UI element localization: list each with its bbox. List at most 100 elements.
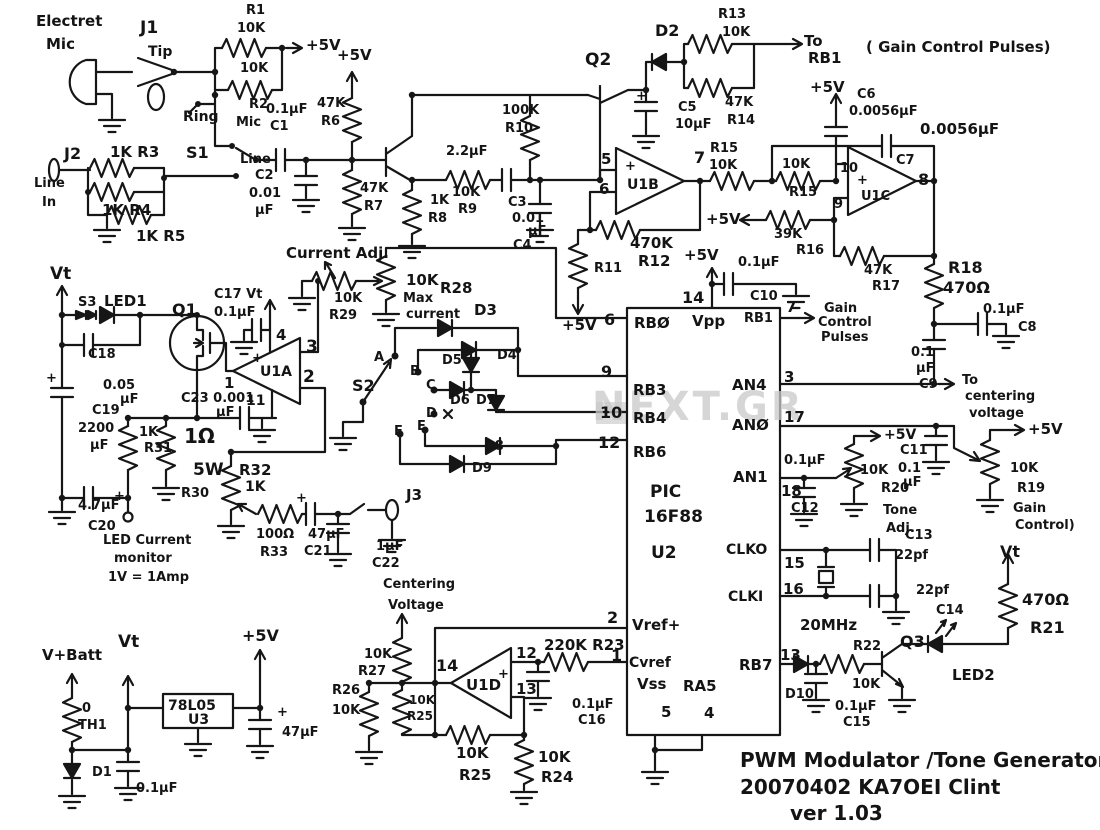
- label-ra5-label: RA5: [683, 677, 717, 695]
- label-u2-label: U2: [651, 543, 677, 563]
- label-vref-label: Vref+: [632, 616, 681, 634]
- label-c7-name: C7: [896, 153, 915, 168]
- label-an1-label: AN1: [733, 468, 768, 486]
- label-r31-name: R31: [144, 441, 173, 456]
- label-r4: 1K R4: [102, 201, 152, 219]
- label-reg-label: 78L05: [168, 698, 216, 714]
- label-r32-value: 1K: [245, 479, 266, 495]
- label-c19-uf: µF: [90, 438, 109, 453]
- label-pin3-label: 3: [784, 368, 795, 386]
- label-c4-name: C4: [513, 238, 532, 253]
- label-u1d-pin12: 12: [516, 644, 537, 662]
- label-pin1-label: 1: [611, 646, 623, 665]
- label-c4-value: 0.01: [512, 211, 545, 226]
- label-xtal-label: 20MHz: [800, 616, 858, 634]
- label-r27-name: R27: [358, 664, 387, 679]
- label-pic-name-2: 16F88: [644, 507, 703, 527]
- label-gcp2-2: Control: [818, 315, 872, 330]
- pic-ic-outline: [625, 266, 816, 786]
- label-c2-value: 0.01: [249, 186, 282, 201]
- label-r10-name: R10: [505, 121, 534, 136]
- label-r28-name: R28: [440, 279, 473, 297]
- label-u3-label: U3: [188, 712, 210, 728]
- label-u1d-plus: +: [498, 667, 509, 682]
- label-r11-name: R11: [594, 261, 623, 276]
- label-pic-name-1: PIC: [650, 482, 682, 502]
- label-rb0-label: RBØ: [634, 314, 670, 332]
- label-u1c-pin8: 8: [918, 170, 930, 189]
- label-c19-value: 2200: [78, 421, 115, 436]
- label-q1-label: Q1: [172, 300, 197, 319]
- label-c13-name: C13: [905, 528, 933, 543]
- label-r5: 1K R5: [136, 227, 186, 245]
- label-r26-name: R26: [332, 683, 361, 698]
- label-r15b-value: 10K: [782, 157, 811, 172]
- label-c20-plus: +: [114, 489, 125, 504]
- label-vt-label-a: Vt: [50, 264, 72, 284]
- label-pin12-label: 12: [598, 433, 621, 452]
- label-clki-label: CLKI: [728, 589, 764, 605]
- label-d3-label: D3: [474, 301, 497, 319]
- label-c17-label: C17 Vt: [214, 287, 263, 302]
- label-c9-name: C9: [919, 377, 938, 392]
- label-c5-plus: +: [636, 89, 647, 104]
- label-p5v-r19: +5V: [1028, 420, 1063, 438]
- label-rb4-label: RB4: [633, 409, 667, 427]
- label-c9-value-1: 0.1: [911, 345, 935, 360]
- label-rb6-label: RB6: [633, 443, 667, 461]
- label-lcm-2: monitor: [114, 551, 172, 566]
- label-c11-value-1: 0.1: [898, 461, 922, 476]
- label-c14-value: 22pf: [916, 583, 950, 598]
- label-c10-value: 0.1µF: [738, 255, 780, 270]
- label-vt-r21: Vt: [1000, 542, 1021, 561]
- label-p5v-r11: +5V: [562, 316, 597, 334]
- label-an0-label: ANØ: [732, 416, 769, 434]
- label-r13-name: R13: [718, 7, 747, 22]
- label-to-centering-1: To: [962, 373, 979, 388]
- label-r31-value: 1K: [139, 425, 159, 440]
- label-pin2-label: 2: [607, 608, 619, 627]
- label-u1a-pin4: 4: [276, 326, 287, 344]
- label-c2-name: C2: [255, 168, 274, 183]
- label-p5v-r6: +5V: [337, 46, 372, 64]
- label-r30-watt: 5W: [193, 460, 224, 480]
- label-pin9-label: 9: [601, 362, 613, 381]
- label-c8-name: C8: [1018, 320, 1037, 335]
- label-to-rb1-1: To: [804, 32, 823, 50]
- label-r8-name: R8: [428, 211, 448, 226]
- label-rb3-label: RB3: [633, 381, 667, 399]
- label-u1b-pin6: 6: [599, 180, 610, 198]
- label-pin14-label: 14: [682, 288, 705, 307]
- label-r15b-name: R15: [789, 185, 818, 200]
- label-c21-name: C21: [304, 544, 332, 559]
- label-c3-value: 2.2µF: [446, 144, 488, 159]
- label-r28-max: Max: [403, 291, 434, 306]
- label-c11-value-2: µF: [903, 475, 922, 490]
- label-u1c-pin10: 10: [840, 161, 859, 176]
- label-j2: J2: [64, 144, 82, 163]
- label-electret-mic: Mic: [46, 35, 75, 53]
- label-r13-value: 10K: [722, 25, 751, 40]
- label-j3-label: J3: [406, 486, 423, 504]
- label-r3: 1K R3: [110, 143, 160, 161]
- label-c16-name: C16: [578, 713, 606, 728]
- power-supply-section: [57, 648, 275, 810]
- label-vdd-label: Vpp: [692, 312, 726, 330]
- label-c2-uf: µF: [255, 203, 274, 218]
- preamp-section: [337, 70, 618, 260]
- label-s2-c: C: [426, 378, 436, 393]
- label-c18-uf: µF: [120, 392, 139, 407]
- label-th1-value: 0: [82, 701, 92, 716]
- label-u1a-pin1: 1: [224, 374, 235, 392]
- label-d4-label: D4: [497, 348, 517, 363]
- label-pin16-label: 16: [783, 580, 804, 598]
- label-r20-tone: Tone: [883, 503, 918, 518]
- label-electret: Electret: [36, 12, 103, 30]
- label-u1b-plus: +: [625, 159, 636, 174]
- label-pin4-label: 4: [704, 704, 715, 722]
- label-current-adj-label: Current Adj.: [286, 244, 389, 262]
- label-c21-plus: +: [296, 491, 307, 506]
- label-s2-b: B: [410, 364, 420, 379]
- label-c12-value: 0.1µF: [784, 453, 826, 468]
- label-pin18-label: 18: [781, 482, 802, 500]
